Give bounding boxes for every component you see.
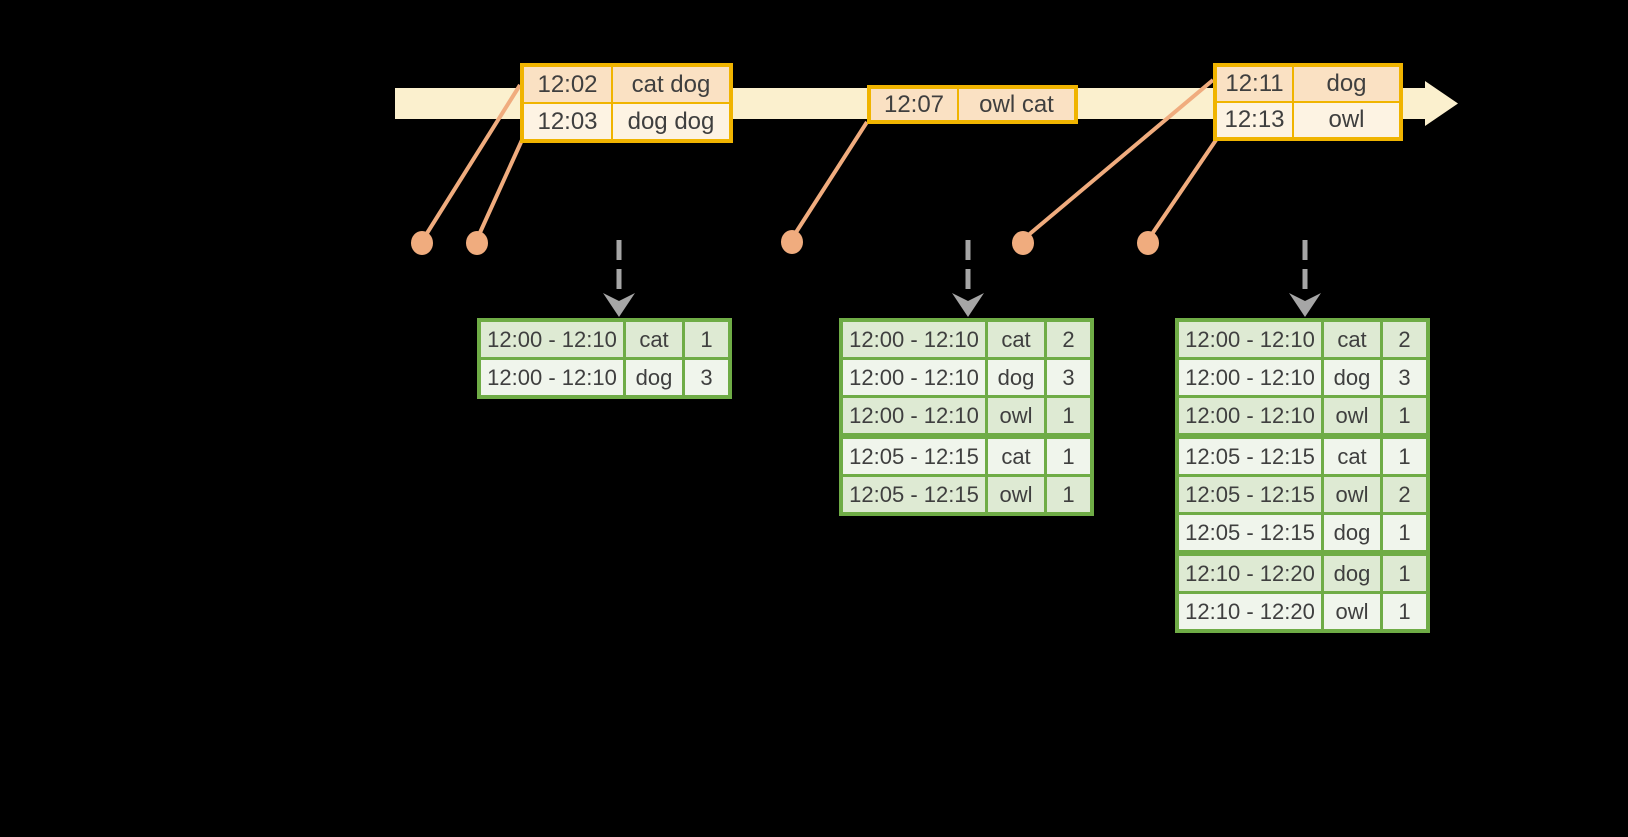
down-arrowhead-icon [952,293,984,317]
result-table-1: 12:00 - 12:10 cat 1 12:00 - 12:10 dog 3 [477,318,732,399]
event-time-dot [1137,231,1159,255]
window-cell: 12:10 - 12:20 [1179,594,1321,629]
down-arrowhead-icon [603,293,635,317]
result-row: 12:05 - 12:15 owl 2 [1179,477,1426,512]
window-cell: 12:05 - 12:15 [1179,515,1321,550]
connector-line [476,139,524,238]
event-words-cell: dog dog [613,104,729,139]
event-row: 12:03 dog dog [524,104,729,139]
result-row: 12:05 - 12:15 cat 1 [843,439,1090,474]
count-cell: 2 [1383,477,1426,512]
event-words-cell: owl [1294,103,1399,137]
result-row: 12:00 - 12:10 owl 1 [843,398,1090,433]
timeline-right-arrow-icon [1425,81,1458,126]
result-row: 12:10 - 12:20 owl 1 [1179,594,1426,629]
window-cell: 12:05 - 12:15 [843,439,985,474]
word-cell: owl [1324,594,1380,629]
word-cell: owl [1324,477,1380,512]
result-row: 12:00 - 12:10 dog 3 [481,360,728,395]
connector-line [1148,138,1218,239]
window-cell: 12:05 - 12:15 [843,477,985,512]
window-cell: 12:00 - 12:10 [843,360,985,395]
event-table-1: 12:02 cat dog 12:03 dog dog [520,63,733,143]
event-row: 12:13 owl [1217,103,1399,137]
window-cell: 12:00 - 12:10 [843,398,985,433]
result-table-2: 12:00 - 12:10 cat 2 12:00 - 12:10 dog 3 … [839,318,1094,516]
result-row: 12:00 - 12:10 dog 3 [843,360,1090,395]
connector-line [791,120,869,239]
event-time-cell: 12:11 [1217,67,1292,101]
window-cell: 12:05 - 12:15 [1179,477,1321,512]
window-cell: 12:00 - 12:10 [481,360,623,395]
result-row: 12:00 - 12:10 owl 1 [1179,398,1426,433]
word-cell: cat [1324,439,1380,474]
event-words-cell: dog [1294,67,1399,101]
event-row: 12:11 dog [1217,67,1399,101]
result-row: 12:00 - 12:10 cat 2 [1179,322,1426,357]
event-row: 12:02 cat dog [524,67,729,102]
result-row: 12:00 - 12:10 cat 2 [843,322,1090,357]
window-cell: 12:05 - 12:15 [1179,439,1321,474]
word-cell: owl [988,398,1044,433]
word-cell: cat [626,322,682,357]
count-cell: 1 [1383,556,1426,591]
event-time-cell: 12:02 [524,67,611,102]
word-cell: dog [1324,360,1380,395]
result-row: 12:00 - 12:10 cat 1 [481,322,728,357]
count-cell: 1 [1383,439,1426,474]
event-time-cell: 12:13 [1217,103,1292,137]
count-cell: 3 [1383,360,1426,395]
connector-line [422,83,522,240]
window-cell: 12:00 - 12:10 [1179,322,1321,357]
count-cell: 1 [1047,477,1090,512]
event-words-cell: cat dog [613,67,729,102]
event-time-cell: 12:03 [524,104,611,139]
word-cell: cat [988,439,1044,474]
result-row: 12:05 - 12:15 owl 1 [843,477,1090,512]
down-arrowhead-icon [1289,293,1321,317]
count-cell: 1 [1383,398,1426,433]
word-cell: cat [1324,322,1380,357]
word-cell: dog [1324,515,1380,550]
window-cell: 12:00 - 12:10 [1179,360,1321,395]
event-time-dot [411,231,433,255]
result-table-3: 12:00 - 12:10 cat 2 12:00 - 12:10 dog 3 … [1175,318,1430,633]
word-cell: dog [988,360,1044,395]
event-words-cell: owl cat [959,89,1074,120]
word-cell: owl [988,477,1044,512]
event-table-2: 12:07 owl cat [867,85,1078,124]
count-cell: 2 [1047,322,1090,357]
word-cell: cat [988,322,1044,357]
word-cell: owl [1324,398,1380,433]
window-cell: 12:00 - 12:10 [481,322,623,357]
count-cell: 1 [685,322,728,357]
count-cell: 1 [1047,398,1090,433]
count-cell: 1 [1383,515,1426,550]
count-cell: 2 [1383,322,1426,357]
window-cell: 12:10 - 12:20 [1179,556,1321,591]
result-row: 12:10 - 12:20 dog 1 [1179,556,1426,591]
count-cell: 1 [1047,439,1090,474]
count-cell: 1 [1383,594,1426,629]
count-cell: 3 [1047,360,1090,395]
connector-line [1024,78,1215,239]
event-time-dot [1012,231,1034,255]
word-cell: dog [1324,556,1380,591]
event-time-dot [466,231,488,255]
event-table-3: 12:11 dog 12:13 owl [1213,63,1403,141]
result-row: 12:05 - 12:15 dog 1 [1179,515,1426,550]
window-cell: 12:00 - 12:10 [1179,398,1321,433]
window-cell: 12:00 - 12:10 [843,322,985,357]
count-cell: 3 [685,360,728,395]
event-time-dot [781,230,803,254]
result-row: 12:00 - 12:10 dog 3 [1179,360,1426,395]
event-time-cell: 12:07 [871,89,957,120]
word-cell: dog [626,360,682,395]
result-row: 12:05 - 12:15 cat 1 [1179,439,1426,474]
event-row: 12:07 owl cat [871,89,1074,120]
